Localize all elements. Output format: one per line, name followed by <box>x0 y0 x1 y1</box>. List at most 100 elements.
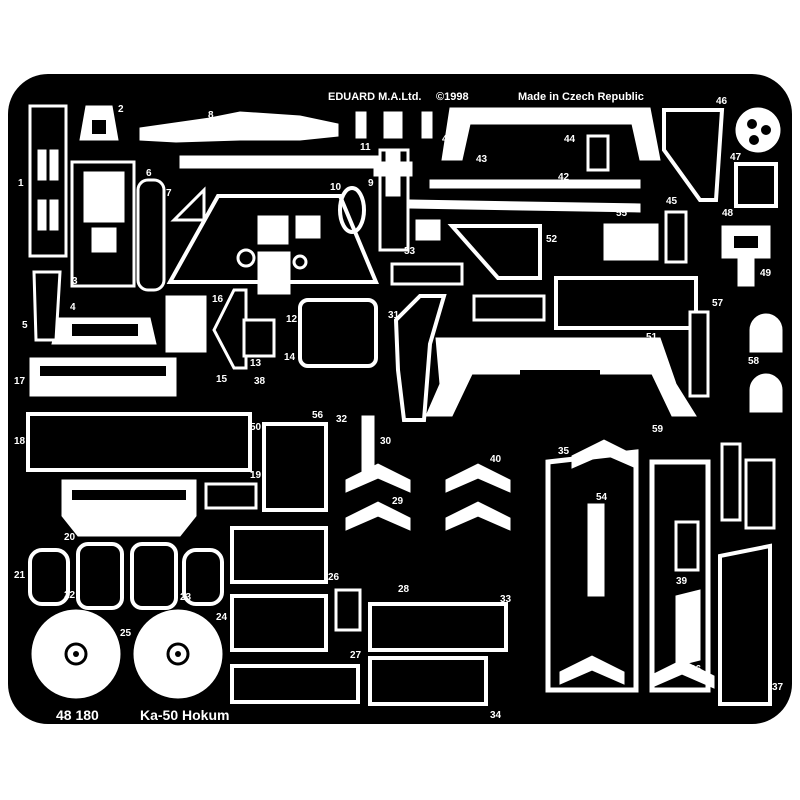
part-22 <box>76 542 124 610</box>
part-number-label-5: 5 <box>22 320 28 331</box>
part-number-label-41: 41 <box>442 134 454 145</box>
part-number-label-52: 52 <box>546 234 558 245</box>
part-7-top <box>170 186 206 222</box>
part-number-label-59: 59 <box>652 424 664 435</box>
part-34-a <box>368 602 508 652</box>
part-37 <box>718 543 772 706</box>
fret-footer-code: 48 180 <box>56 707 99 723</box>
part-number-label-47: 47 <box>730 152 742 163</box>
part-number-label-43: 43 <box>476 154 488 165</box>
part-number-label-36: 36 <box>690 664 702 675</box>
part-30 <box>361 415 375 477</box>
part-55 <box>603 223 659 261</box>
part-number-label-1: 1 <box>18 178 24 189</box>
fret-footer-title: Ka-50 Hokum <box>140 707 229 723</box>
part-13 <box>242 318 276 358</box>
part-8-bar <box>179 155 381 169</box>
part-number-label-28: 28 <box>398 584 410 595</box>
part-number-label-31: 31 <box>388 310 400 321</box>
part-number-label-39: 39 <box>676 576 688 587</box>
part-5-right <box>720 442 742 522</box>
part-5-mid <box>390 262 464 286</box>
part-number-label-8: 8 <box>208 110 214 121</box>
part-number-label-27: 27 <box>350 650 362 661</box>
part-54 <box>587 503 605 597</box>
part-35-v1 <box>559 655 625 685</box>
part-number-label-45: 45 <box>666 196 678 207</box>
part-46 <box>662 108 725 202</box>
part-47 <box>735 107 781 153</box>
part-52 <box>447 224 542 280</box>
part-26-b <box>230 594 328 652</box>
fret-header-right: Made in Czech Republic <box>518 91 644 103</box>
part-number-label-10: 10 <box>330 182 342 193</box>
part-11-c <box>421 111 433 139</box>
part-50-a <box>262 422 328 512</box>
part-20 <box>61 479 197 537</box>
part-27 <box>230 664 360 704</box>
part-5-frame <box>425 337 697 417</box>
part-number-label-4: 4 <box>70 302 76 313</box>
part-number-label-29: 29 <box>392 496 404 507</box>
part-number-label-13: 13 <box>250 358 262 369</box>
part-51 <box>554 276 698 330</box>
part-43 <box>441 107 661 161</box>
part-33 <box>334 588 362 632</box>
part-35-v3 <box>571 439 637 469</box>
part-number-label-2: 2 <box>118 104 124 115</box>
part-number-label-25: 25 <box>120 628 132 639</box>
part-53 <box>415 219 441 241</box>
part-24 <box>182 548 224 606</box>
part-number-label-30: 30 <box>380 436 392 447</box>
part-23 <box>130 542 178 610</box>
part-18 <box>26 412 252 472</box>
part-number-label-54: 54 <box>596 492 608 503</box>
part-number-label-14: 14 <box>284 352 296 363</box>
part-1 <box>28 104 68 258</box>
part-number-label-16: 16 <box>212 294 224 305</box>
part-11-a <box>355 111 367 139</box>
part-number-label-58: 58 <box>748 356 760 367</box>
part-number-label-50: 50 <box>250 422 262 433</box>
part-number-label-42: 42 <box>558 172 570 183</box>
part-number-label-3: 3 <box>72 276 78 287</box>
part-11-b <box>383 111 403 139</box>
part-50-b <box>204 482 258 510</box>
part-number-label-11: 11 <box>360 142 371 153</box>
part-21 <box>28 548 70 606</box>
part-number-label-55: 55 <box>616 208 628 219</box>
part-5-right2 <box>744 458 776 530</box>
part-number-label-26: 26 <box>328 572 340 583</box>
part-number-label-51: 51 <box>646 332 658 343</box>
part-dots <box>165 295 207 353</box>
fret-header-left: EDUARD M.A.Ltd. <box>328 91 422 103</box>
part-29-d <box>445 501 511 531</box>
part-48 <box>734 162 778 208</box>
part-17 <box>29 357 177 397</box>
part-5-left <box>32 270 62 342</box>
part-29-b <box>345 501 411 531</box>
part-number-label-21: 21 <box>14 570 26 581</box>
part-number-label-37: 37 <box>772 682 784 693</box>
part-12 <box>298 298 378 368</box>
part-number-label-53: 53 <box>404 246 416 257</box>
part-number-label-33: 33 <box>500 594 512 605</box>
part-number-label-19: 19 <box>250 470 262 481</box>
part-number-label-6: 6 <box>146 168 152 179</box>
part-number-label-40: 40 <box>490 454 502 465</box>
part-45 <box>664 210 688 264</box>
part-number-label-56: 56 <box>312 410 324 421</box>
part-number-label-32: 32 <box>336 414 348 425</box>
part-number-label-18: 18 <box>14 436 26 447</box>
part-8 <box>139 111 339 143</box>
part-36 <box>675 589 701 667</box>
part-number-label-22: 22 <box>64 590 76 601</box>
part-10-ring <box>338 186 366 234</box>
part-6 <box>136 178 166 292</box>
part-number-label-9: 9 <box>368 178 374 189</box>
fret-copyright: ©1998 <box>436 91 469 103</box>
part-number-label-46: 46 <box>716 96 728 107</box>
part-39 <box>674 520 700 572</box>
